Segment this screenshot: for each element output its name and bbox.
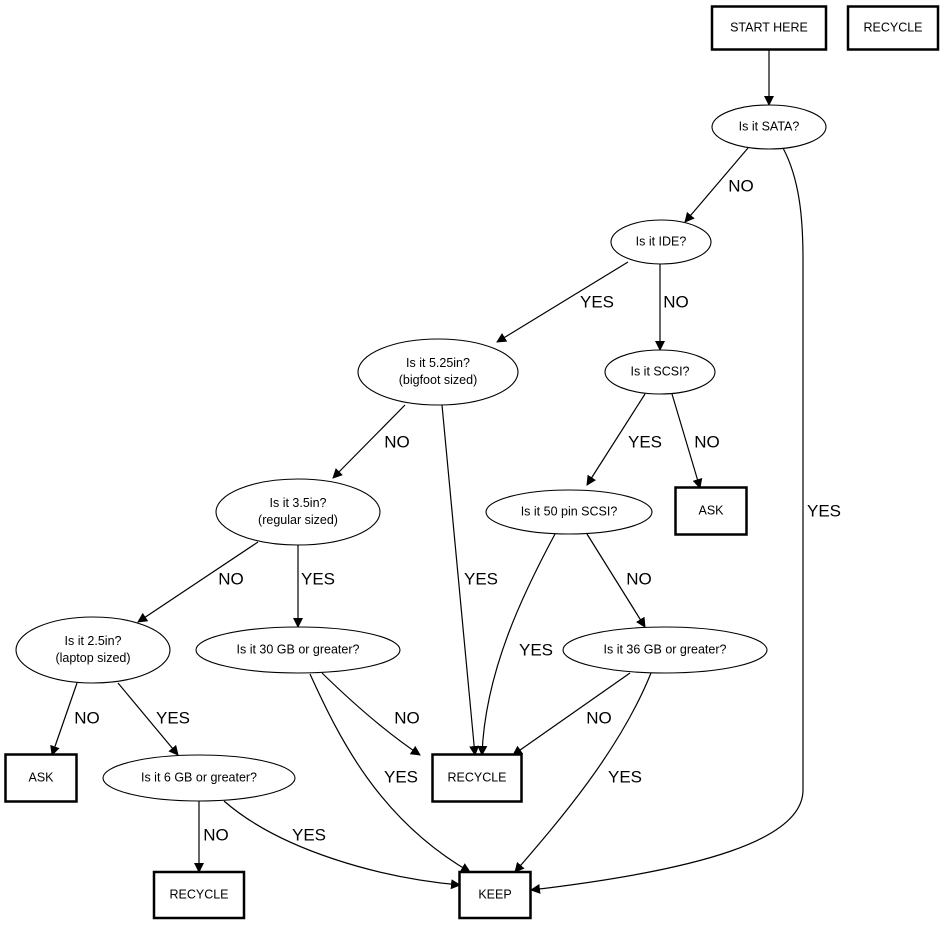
node-scsi50: Is it 50 pin SCSI? bbox=[485, 489, 653, 535]
decision-ellipse bbox=[604, 349, 716, 395]
node-recycle-bot: RECYCLE bbox=[152, 870, 246, 920]
decision-ellipse bbox=[357, 338, 519, 406]
node-keep: KEEP bbox=[458, 870, 532, 920]
edge-q35-to-q25 bbox=[137, 541, 259, 623]
node-label: Is it 6 GB or greater? bbox=[141, 770, 257, 784]
node-box bbox=[710, 5, 828, 51]
edge-sata-to-ide bbox=[684, 147, 749, 223]
node-ide: Is it IDE? bbox=[610, 219, 712, 265]
edge-scsi50-to-recycle_mid bbox=[477, 533, 556, 756]
node-label: Is it IDE? bbox=[636, 234, 687, 248]
edge-q36-to-recycle_mid bbox=[512, 672, 631, 756]
edge-label-no: NO bbox=[663, 292, 689, 311]
node-box bbox=[152, 870, 246, 920]
node-box bbox=[431, 753, 523, 803]
edge-q525-to-recycle_mid bbox=[441, 404, 480, 756]
edge-scsi-to-ask1 bbox=[671, 393, 703, 489]
node-ask1: ASK bbox=[674, 486, 748, 536]
decision-ellipse bbox=[562, 626, 768, 674]
edge-label-yes: YES bbox=[156, 708, 190, 727]
node-box bbox=[674, 486, 748, 536]
decision-ellipse bbox=[102, 754, 296, 802]
edge-q25-to-q6 bbox=[117, 682, 179, 756]
nodes: START HERE RECYCLE Is it SATA? Is it IDE? Is… bbox=[4, 5, 940, 920]
decision-ellipse bbox=[195, 626, 401, 674]
node-ask2: ASK bbox=[4, 753, 78, 803]
edge-label-yes: YES bbox=[519, 640, 553, 659]
edge-label-no: NO bbox=[394, 708, 420, 727]
node-label: (bigfoot sized) bbox=[399, 373, 478, 387]
edge-q30-to-recycle_mid bbox=[321, 672, 421, 756]
node-recycle-mid: RECYCLE bbox=[431, 753, 523, 803]
edge-label-no: NO bbox=[203, 825, 229, 844]
node-label: Is it 50 pin SCSI? bbox=[521, 504, 618, 518]
decision-ellipse bbox=[15, 616, 171, 684]
node-label: (regular sized) bbox=[258, 513, 338, 527]
node-label: Is it SATA? bbox=[739, 119, 800, 133]
node-label: Is it 30 GB or greater? bbox=[237, 642, 360, 656]
node-label: Is it 5.25in? bbox=[406, 356, 470, 370]
decision-ellipse bbox=[610, 219, 712, 265]
node-q6: Is it 6 GB or greater? bbox=[102, 754, 296, 802]
node-box bbox=[846, 5, 940, 51]
edge-scsi50-to-q36 bbox=[586, 533, 646, 628]
edge-label-yes: YES bbox=[384, 767, 418, 786]
edge-label-no: NO bbox=[586, 708, 612, 727]
edge-label-no: NO bbox=[626, 569, 652, 588]
edge-sata-to-keep bbox=[530, 147, 804, 894]
edge-label-no: NO bbox=[728, 176, 754, 195]
node-q525: Is it 5.25in? (bigfoot sized) bbox=[357, 338, 519, 406]
edge-label-no: NO bbox=[74, 708, 100, 727]
node-scsi: Is it SCSI? bbox=[604, 349, 716, 395]
edge-label-yes: YES bbox=[464, 569, 498, 588]
node-q35: Is it 3.5in? (regular sized) bbox=[215, 478, 381, 546]
edge-label-no: NO bbox=[218, 569, 244, 588]
edge-q525-to-q35 bbox=[332, 404, 406, 479]
node-start: START HERE bbox=[710, 5, 828, 51]
edge-label-yes: YES bbox=[628, 432, 662, 451]
node-label: (laptop sized) bbox=[55, 651, 130, 665]
edge-labels: NO YES YES NO NO YES YES NO NO YES YES NO NO YES NO YES… bbox=[74, 176, 841, 844]
node-label: Is it 3.5in? bbox=[270, 496, 327, 510]
node-label: ASK bbox=[698, 503, 724, 517]
node-box bbox=[458, 870, 532, 920]
edge-q36-to-keep bbox=[514, 672, 652, 873]
node-sata: Is it SATA? bbox=[711, 104, 827, 150]
node-label: Is it 36 GB or greater? bbox=[604, 642, 727, 656]
decision-ellipse bbox=[711, 104, 827, 150]
node-box bbox=[4, 753, 78, 803]
node-label: START HERE bbox=[730, 20, 808, 34]
node-label: KEEP bbox=[478, 887, 511, 901]
edge-q25-to-ask2 bbox=[50, 682, 78, 756]
edge-label-no: NO bbox=[384, 432, 410, 451]
edge-label-yes: YES bbox=[301, 569, 335, 588]
decision-ellipse bbox=[215, 478, 381, 546]
node-label: RECYCLE bbox=[863, 20, 922, 34]
edge-q30-to-keep bbox=[309, 673, 471, 873]
edge-label-yes: YES bbox=[292, 825, 326, 844]
node-q25: Is it 2.5in? (laptop sized) bbox=[15, 616, 171, 684]
edge-label-yes: YES bbox=[580, 292, 614, 311]
edge-label-yes: YES bbox=[608, 767, 642, 786]
edge-ide-to-q525 bbox=[496, 261, 629, 343]
node-recycle-top: RECYCLE bbox=[846, 5, 940, 51]
node-q36: Is it 36 GB or greater? bbox=[562, 626, 768, 674]
edge-label-no: NO bbox=[694, 432, 720, 451]
edges bbox=[50, 50, 804, 894]
decision-ellipse bbox=[485, 489, 653, 535]
node-label: RECYCLE bbox=[169, 887, 228, 901]
edge-q6-to-keep bbox=[223, 800, 461, 890]
node-q30: Is it 30 GB or greater? bbox=[195, 626, 401, 674]
node-label: RECYCLE bbox=[447, 770, 506, 784]
edge-scsi-to-scsi50 bbox=[586, 393, 646, 486]
node-label: ASK bbox=[28, 770, 54, 784]
node-label: Is it 2.5in? bbox=[65, 634, 122, 648]
node-label: Is it SCSI? bbox=[630, 364, 689, 378]
edge-label-yes: YES bbox=[807, 501, 841, 520]
